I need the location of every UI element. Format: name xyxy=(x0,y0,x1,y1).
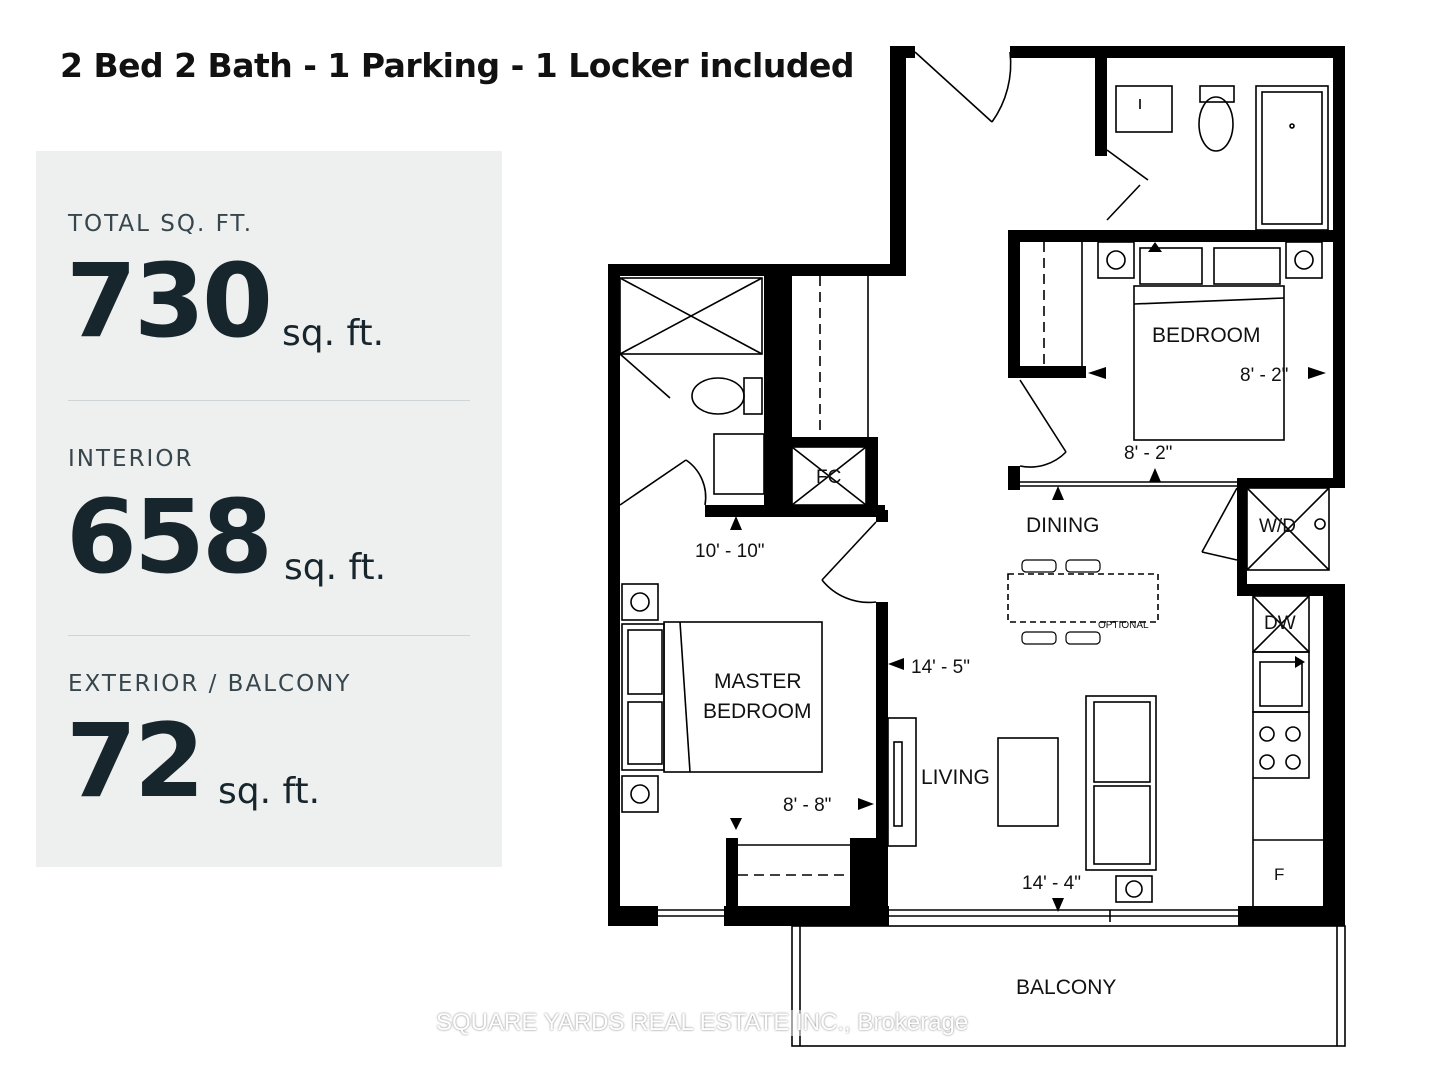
room-label-master-line1: MASTER xyxy=(714,670,802,693)
room-label-master-line2: BEDROOM xyxy=(703,700,812,723)
dim-master-width: 8' - 8" xyxy=(783,795,831,816)
label-dw: DW xyxy=(1264,613,1296,634)
label-optional: OPTIONAL xyxy=(1098,620,1149,631)
room-label-bedroom: BEDROOM xyxy=(1152,324,1261,347)
dim-living-depth: 14' - 5" xyxy=(911,657,970,678)
label-fridge: F xyxy=(1274,865,1284,884)
interior-label: INTERIOR xyxy=(68,446,194,472)
exterior-value: 72 xyxy=(66,702,205,821)
room-label-living: LIVING xyxy=(921,766,990,789)
label-fc: FC xyxy=(816,467,841,488)
brokerage-watermark: SQUARE YARDS REAL ESTATE INC., Brokerage xyxy=(436,1010,1012,1036)
panel-divider xyxy=(68,635,470,636)
listing-headline: 2 Bed 2 Bath - 1 Parking - 1 Locker incl… xyxy=(60,46,854,85)
area-summary-panel: TOTAL SQ. FT. 730 sq. ft. INTERIOR 658 s… xyxy=(36,151,502,867)
interior-unit: sq. ft. xyxy=(284,547,387,588)
dim-bedroom-depth: 8' - 2" xyxy=(1124,443,1172,464)
label-wd: W/D xyxy=(1259,516,1296,537)
dining-chairs xyxy=(1021,559,1101,645)
room-label-balcony: BALCONY xyxy=(1016,976,1116,999)
total-sqft-value: 730 xyxy=(66,242,273,361)
exterior-label: EXTERIOR / BALCONY xyxy=(68,671,352,697)
exterior-unit: sq. ft. xyxy=(218,771,321,812)
dimension-arrows xyxy=(730,242,1326,912)
dim-living-width: 14' - 4" xyxy=(1022,873,1081,894)
interior-value: 658 xyxy=(66,478,273,597)
panel-divider xyxy=(68,400,470,401)
dim-master-depth: 10' - 10" xyxy=(695,541,765,562)
room-label-dining: DINING xyxy=(1026,514,1100,537)
walls xyxy=(608,46,1345,926)
dim-bedroom-width: 8' - 2" xyxy=(1240,365,1288,386)
total-sqft-unit: sq. ft. xyxy=(282,313,385,354)
total-sqft-label: TOTAL SQ. FT. xyxy=(68,211,254,237)
